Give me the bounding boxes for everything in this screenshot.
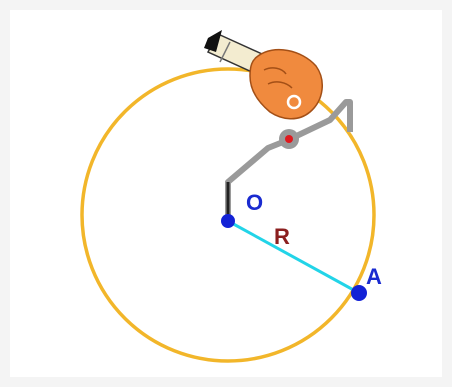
- pencil-cap: [204, 30, 222, 52]
- hand-finger-crease: [263, 67, 287, 75]
- hand-grip-ring: [286, 94, 302, 110]
- compass-icon: [225, 99, 353, 218]
- center-label: O: [246, 190, 263, 215]
- center-point-o: [221, 214, 235, 228]
- radius-label: R: [274, 224, 290, 249]
- compass-pivot-dot: [285, 135, 293, 143]
- radius-segment: [227, 219, 360, 295]
- compass-arm: [225, 99, 353, 215]
- hand-finger-crease: [267, 81, 293, 89]
- hand-icon: [249, 48, 323, 120]
- point-a: [351, 285, 367, 301]
- pencil-icon: [204, 30, 264, 73]
- pencil-stripe: [219, 41, 231, 63]
- circle-outline: [80, 67, 376, 363]
- point-label: A: [366, 264, 382, 289]
